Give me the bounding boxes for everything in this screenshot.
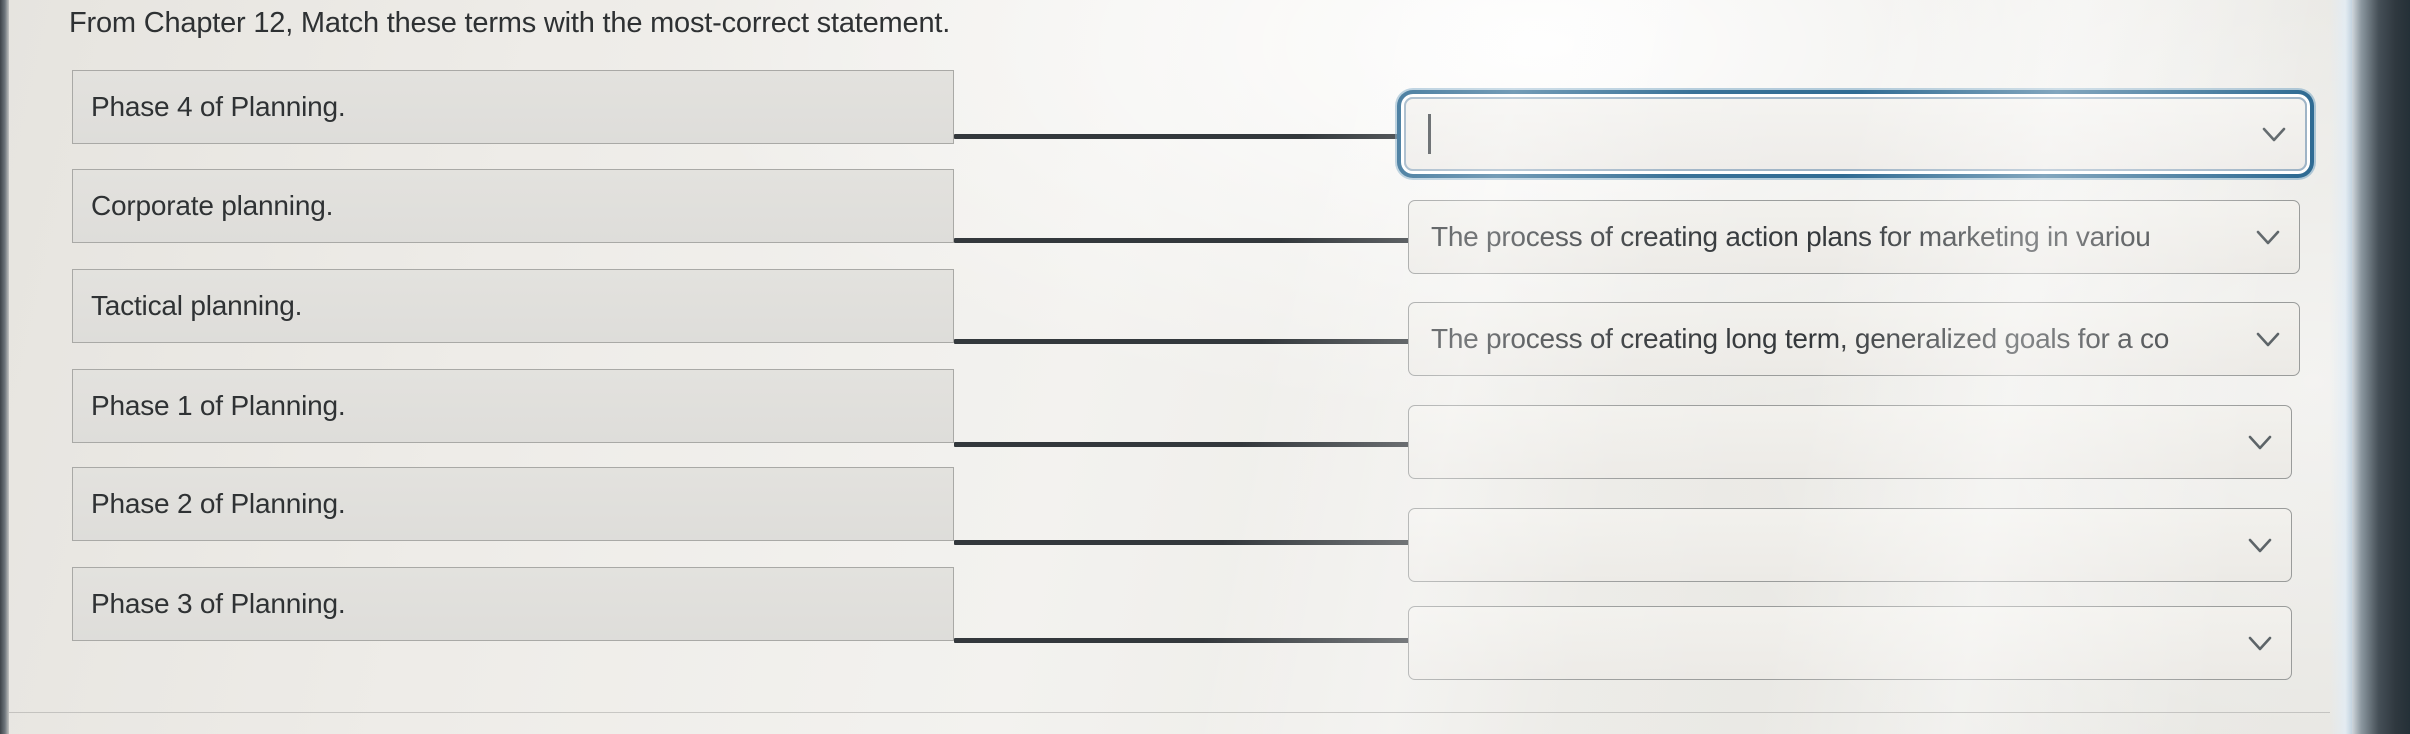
scan-line bbox=[9, 712, 2330, 713]
chevron-down-icon[interactable] bbox=[2243, 425, 2277, 459]
term-label: Phase 4 of Planning. bbox=[91, 91, 346, 122]
answer-dropdown-6[interactable] bbox=[1408, 606, 2292, 680]
chevron-down-icon[interactable] bbox=[2243, 626, 2277, 660]
term-box-4[interactable]: Phase 1 of Planning. bbox=[72, 369, 954, 443]
answer-dropdown-5[interactable] bbox=[1408, 508, 2292, 582]
answer-text: The process of creating long term, gener… bbox=[1431, 323, 2170, 354]
term-box-6[interactable]: Phase 3 of Planning. bbox=[72, 567, 954, 641]
answer-dropdown-4[interactable] bbox=[1408, 405, 2292, 479]
term-box-5[interactable]: Phase 2 of Planning. bbox=[72, 467, 954, 541]
page-title: From Chapter 12, Match these terms with … bbox=[69, 7, 951, 39]
screen-edge-highlight bbox=[2330, 0, 2352, 734]
term-label: Phase 3 of Planning. bbox=[91, 588, 346, 619]
term-box-2[interactable]: Corporate planning. bbox=[72, 169, 954, 243]
screen-bezel-left bbox=[0, 0, 9, 734]
answer-text: The process of creating action plans for… bbox=[1431, 221, 2151, 252]
chevron-down-icon[interactable] bbox=[2251, 220, 2285, 254]
term-label: Phase 1 of Planning. bbox=[91, 390, 346, 421]
chevron-down-icon[interactable] bbox=[2257, 117, 2291, 151]
connector-line-4 bbox=[954, 442, 1409, 447]
connector-line-1 bbox=[954, 134, 1409, 139]
connector-line-6 bbox=[954, 638, 1409, 643]
connector-line-5 bbox=[954, 540, 1409, 545]
answer-dropdown-3[interactable]: The process of creating long term, gener… bbox=[1408, 302, 2300, 376]
term-label: Corporate planning. bbox=[91, 190, 334, 221]
term-label: Phase 2 of Planning. bbox=[91, 488, 346, 519]
term-box-3[interactable]: Tactical planning. bbox=[72, 269, 954, 343]
connector-line-3 bbox=[954, 339, 1409, 344]
text-caret bbox=[1428, 114, 1431, 154]
term-box-1[interactable]: Phase 4 of Planning. bbox=[72, 70, 954, 144]
answer-dropdown-2[interactable]: The process of creating action plans for… bbox=[1408, 200, 2300, 274]
chevron-down-icon[interactable] bbox=[2243, 528, 2277, 562]
screen-bezel-right bbox=[2352, 0, 2410, 734]
chevron-down-icon[interactable] bbox=[2251, 322, 2285, 356]
term-label: Tactical planning. bbox=[91, 290, 303, 321]
connector-line-2 bbox=[954, 238, 1409, 243]
answer-dropdown-1[interactable] bbox=[1404, 97, 2307, 171]
